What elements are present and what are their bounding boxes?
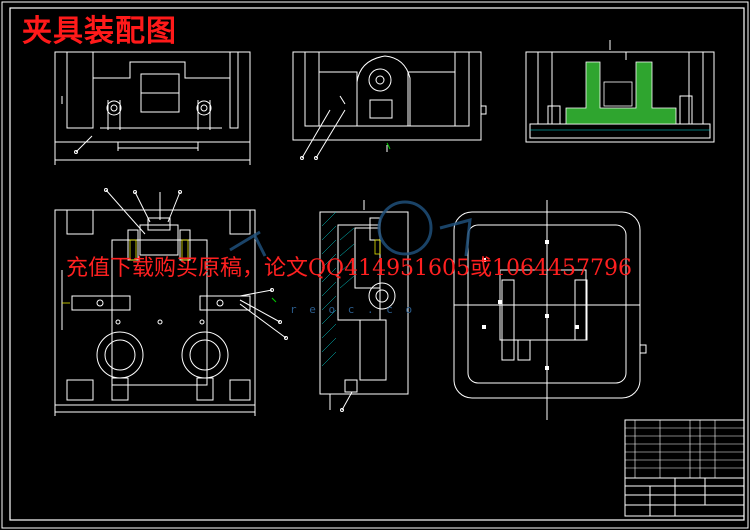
parts-table bbox=[625, 420, 744, 478]
section-view bbox=[525, 40, 715, 143]
plan-view bbox=[54, 188, 288, 416]
center-dots bbox=[482, 240, 579, 370]
middle-section-view bbox=[319, 200, 409, 412]
side-view bbox=[292, 51, 487, 160]
watermark-url: r e o c . c o bbox=[290, 303, 416, 316]
cyan-marks bbox=[271, 142, 391, 303]
watermark-text: 充值下载购买原稿，论文QQ414951605或1064457796 bbox=[66, 256, 633, 281]
base-plan-view bbox=[453, 200, 647, 420]
hatching bbox=[321, 211, 355, 367]
front-view bbox=[54, 51, 251, 165]
drawing-title: 夹具装配图 bbox=[22, 14, 177, 49]
accent-marks bbox=[62, 239, 381, 304]
watermark-logo bbox=[229, 200, 472, 257]
section-fill bbox=[530, 61, 710, 131]
sheet-inner-border bbox=[9, 7, 745, 521]
